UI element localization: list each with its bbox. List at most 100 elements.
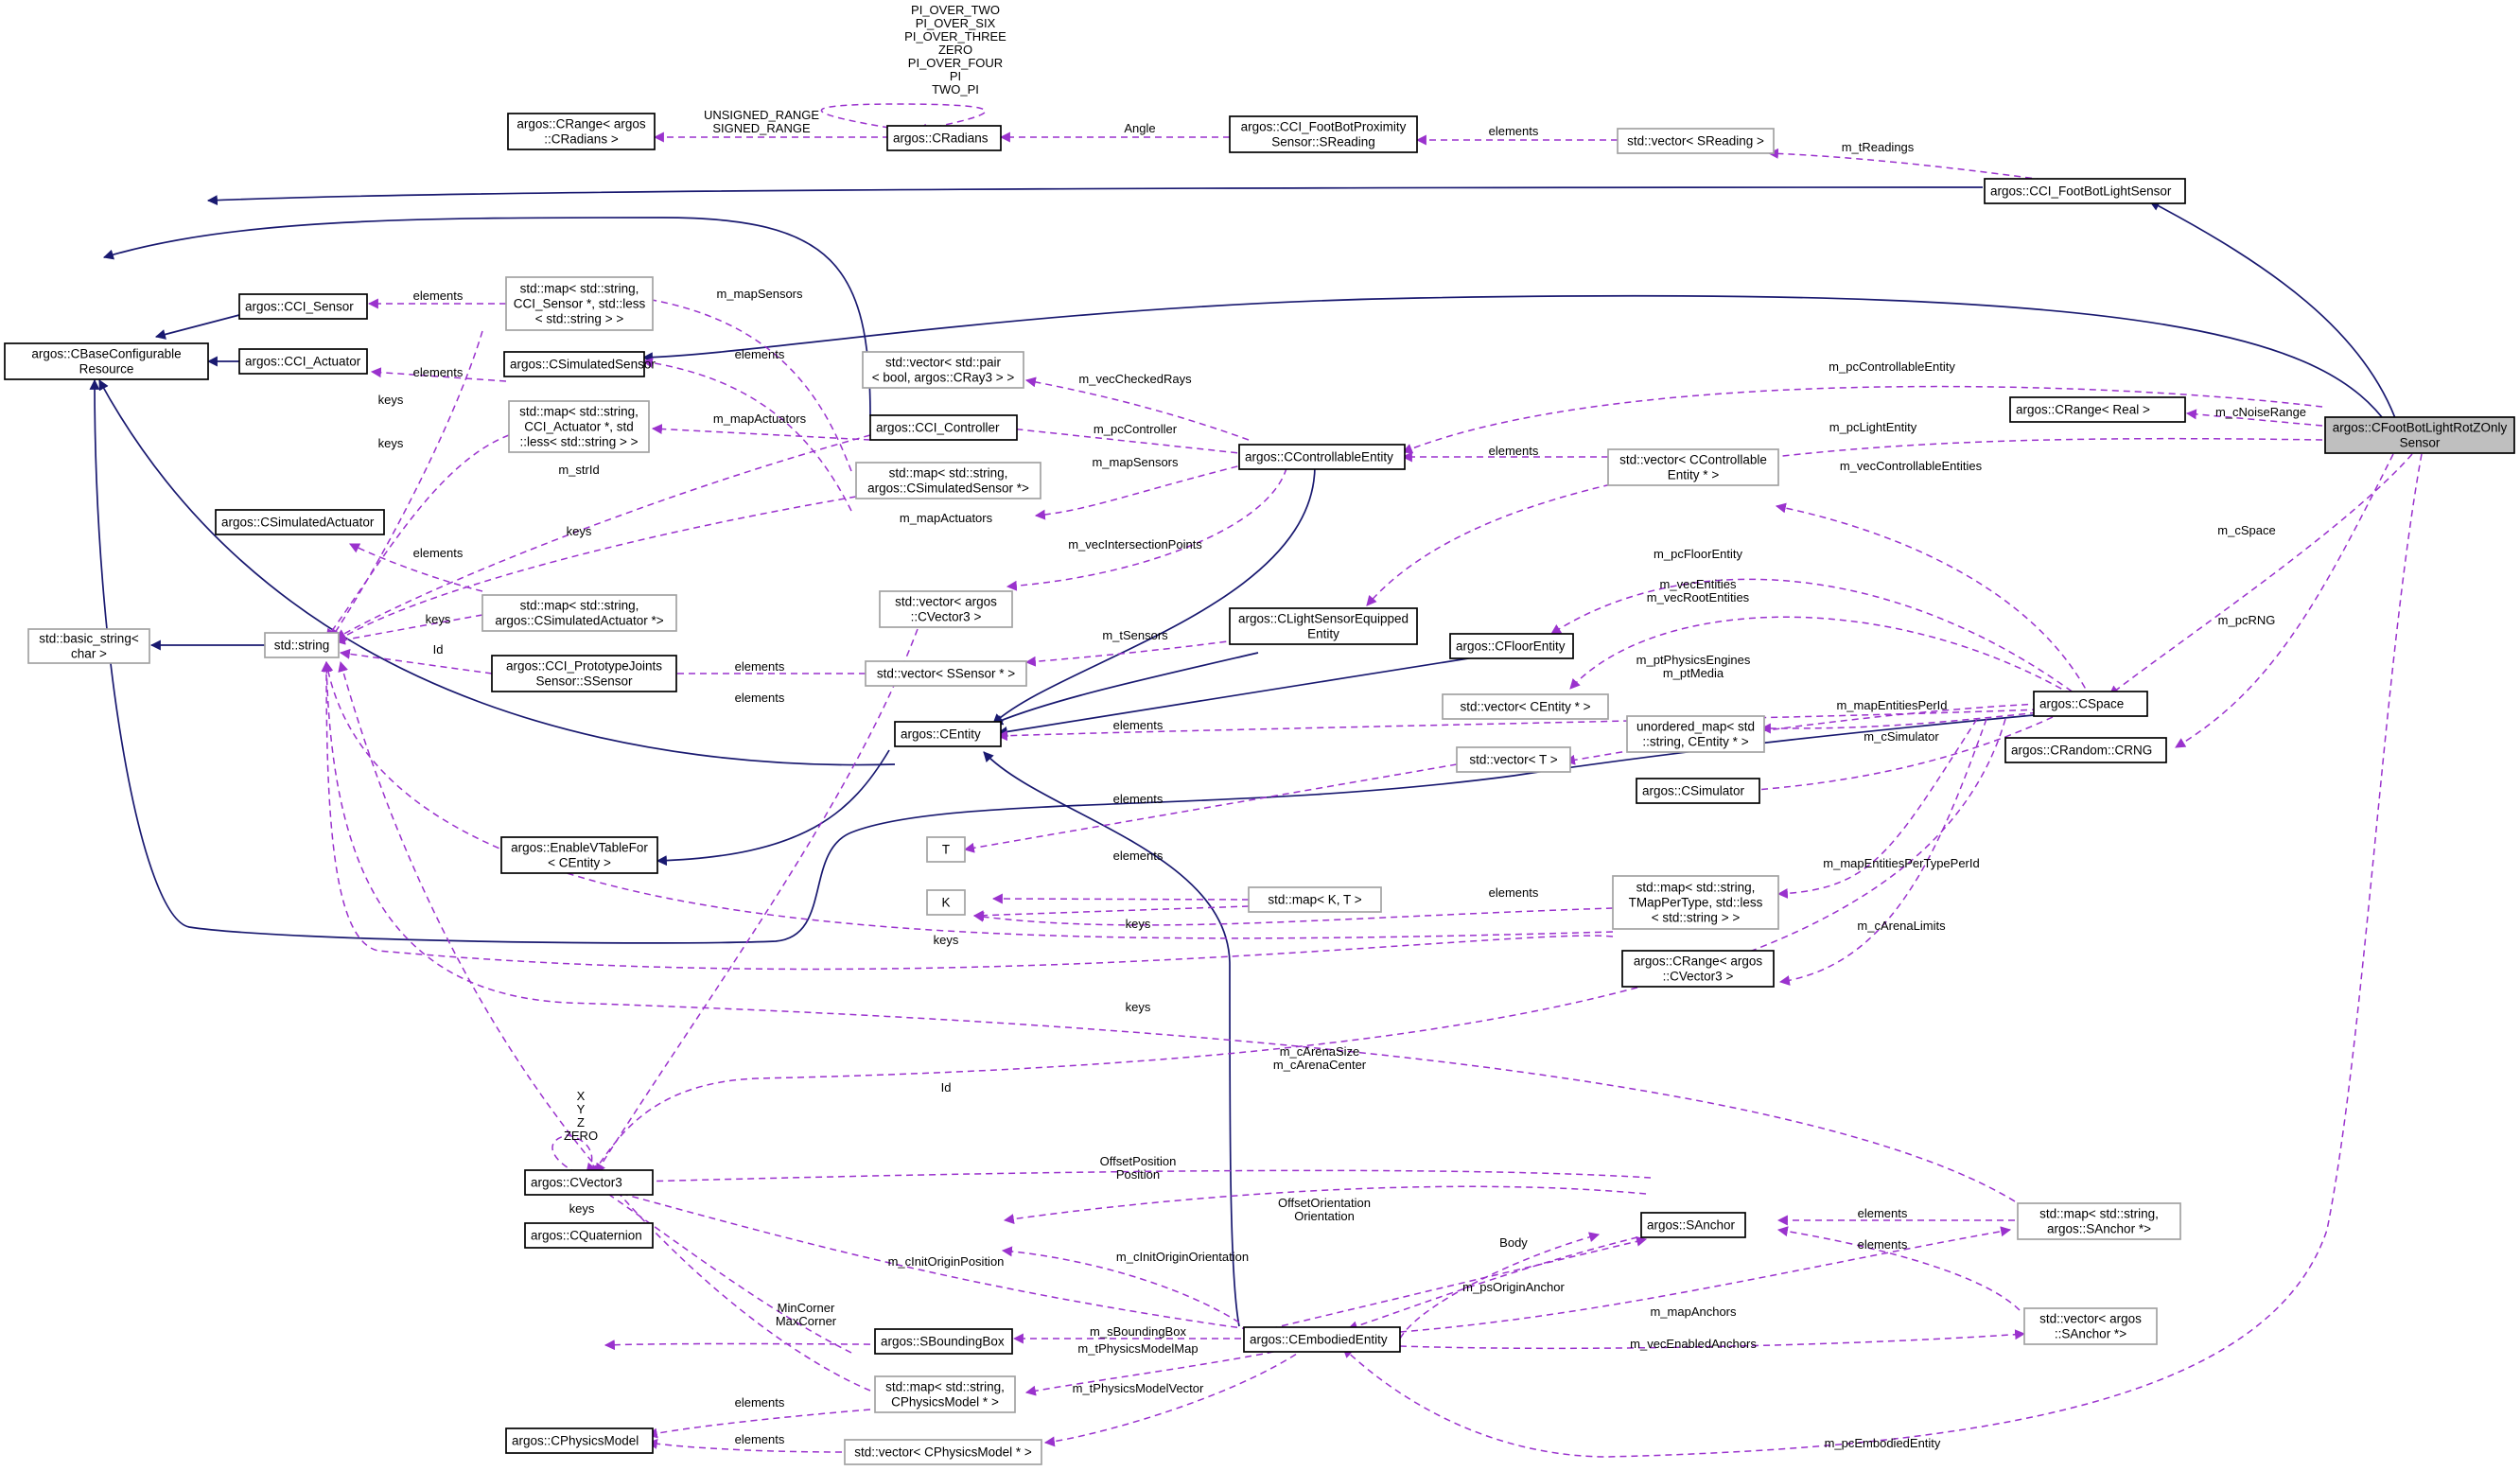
node-cspace[interactable]: argos::CSpace: [2033, 691, 2148, 717]
node-box: [215, 509, 385, 535]
node-map-kt[interactable]: std::map< K, T >: [1248, 886, 1382, 913]
node-label: argos::CSimulatedSensor: [510, 358, 656, 372]
node-label: argos::CCI_FootBotLightSensor: [1990, 184, 2172, 199]
node-cvector3[interactable]: argos::CVector3: [524, 1169, 654, 1196]
node-cci-actuator[interactable]: argos::CCI_Actuator: [238, 348, 368, 375]
node-sboundingbox[interactable]: argos::SBoundingBox: [874, 1328, 1013, 1355]
edge-label-m-mapactuators: m_mapActuators: [900, 511, 993, 525]
edge-label-m-psoriginanchor: m_psOriginAnchor: [1462, 1280, 1565, 1294]
edge-inherit-controller-base: [102, 217, 871, 417]
node-basic-string[interactable]: std::basic_string<char >: [27, 628, 150, 664]
node-label: std::vector< argos::CVector3 >: [895, 595, 997, 624]
node-box: [4, 342, 209, 380]
node-sanchor[interactable]: argos::SAnchor: [1640, 1212, 1746, 1238]
node-map-simactuator[interactable]: std::map< std::string,argos::CSimulatedA…: [481, 594, 677, 632]
node-map-sanchor[interactable]: std::map< std::string,argos::SAnchor *>: [2017, 1202, 2181, 1240]
node-label: std::map< std::string,argos::CSimulatedA…: [495, 599, 663, 628]
node-label: std::map< std::string,argos::CSimulatedS…: [867, 466, 1029, 496]
node-map-cphysicsmodel[interactable]: std::map< std::string,CPhysicsModel * >: [874, 1375, 1016, 1413]
edge-label-keys-map-tmap: keys: [934, 933, 959, 947]
edge-label-elements-map-sanchor: elements: [1858, 1206, 1908, 1220]
edge-label-m-tsensors: m_tSensors: [1102, 628, 1168, 642]
node-cradians[interactable]: argos::CRadians: [886, 125, 1002, 151]
node-crandom-crng[interactable]: argos::CRandom::CRNG: [2004, 737, 2167, 763]
node-label: argos::CRange< argos::CRadians >: [516, 117, 645, 147]
node-vector-ssensor[interactable]: std::vector< SSensor * >: [865, 660, 1027, 687]
node-box: [1621, 950, 1775, 988]
node-label: std::vector< SSensor * >: [877, 667, 1015, 681]
node-stdstring[interactable]: std::string: [264, 632, 340, 658]
node-cfloorentity[interactable]: argos::CFloorEntity: [1449, 633, 1574, 659]
node-t[interactable]: T: [926, 836, 966, 863]
node-vector-sanchor[interactable]: std::vector< argos::SAnchor *>: [2023, 1307, 2158, 1345]
node-map-sensor[interactable]: std::map< std::string,CCI_Sensor *, std:…: [505, 276, 654, 331]
edge-label-m-pcfloorentity: m_pcFloorEntity: [1654, 547, 1742, 561]
node-vector-t[interactable]: std::vector< T >: [1456, 746, 1571, 773]
node-vector-pair-ray[interactable]: std::vector< std::pair< bool, argos::CRa…: [862, 351, 1024, 389]
node-cphysicsmodel[interactable]: argos::CPhysicsModel: [505, 1427, 654, 1454]
edge-label-id-sanchor: Id: [941, 1080, 952, 1094]
node-vector-centity[interactable]: std::vector< CEntity * >: [1442, 693, 1609, 720]
node-cembodiedentity[interactable]: argos::CEmbodiedEntity: [1243, 1326, 1401, 1353]
edge-label-m-pcembodiedentity: m_pcEmbodiedEntity: [1825, 1436, 1941, 1450]
node-box: [1238, 444, 1406, 470]
node-csimulatedactuator[interactable]: argos::CSimulatedActuator: [215, 509, 385, 535]
node-box: [505, 1427, 654, 1454]
node-crange-cvector3[interactable]: argos::CRange< argos::CVector3 >: [1621, 950, 1775, 988]
node-vector-cphysicsmodel[interactable]: std::vector< CPhysicsModel * >: [844, 1439, 1042, 1465]
node-centity[interactable]: argos::CEntity: [894, 721, 1002, 747]
node-k[interactable]: K: [926, 889, 966, 916]
node-box: [869, 414, 1018, 441]
edge-label-m-cinitoriginorientation: m_cInitOriginOrientation: [1116, 1250, 1249, 1264]
node-unordered-map[interactable]: unordered_map< std::string, CEntity * >: [1626, 715, 1765, 753]
node-label: argos::CSimulatedActuator: [221, 516, 375, 530]
node-map-tmap[interactable]: std::map< std::string,TMapPerType, std::…: [1612, 875, 1779, 930]
node-box: [238, 293, 368, 320]
node-label: std::vector< CEntity * >: [1460, 700, 1590, 714]
node-box: [2023, 1307, 2158, 1345]
edge-label-elements-ssensor: elements: [735, 659, 785, 674]
node-box: [481, 594, 677, 632]
node-label: argos::EnableVTableFor< CEntity >: [511, 841, 648, 870]
node-cci-sensor[interactable]: argos::CCI_Sensor: [238, 293, 368, 320]
node-box: [238, 348, 368, 375]
node-box: [865, 660, 1027, 687]
edge-inherit-footbotlight-base: [206, 186, 1984, 206]
edge-label-m-csimulator: m_cSimulator: [1864, 729, 1939, 744]
node-vector-cvector3[interactable]: std::vector< argos::CVector3 >: [879, 590, 1013, 628]
node-label: unordered_map< std::string, CEntity * >: [1636, 720, 1755, 749]
node-ccontrollableentity[interactable]: argos::CControllableEntity: [1238, 444, 1406, 470]
node-map-simsensor[interactable]: std::map< std::string,argos::CSimulatedS…: [855, 462, 1041, 499]
node-crange-radians[interactable]: argos::CRange< argos::CRadians >: [507, 113, 656, 150]
node-cci-footbotlightsensor[interactable]: argos::CCI_FootBotLightSensor: [1984, 178, 2186, 204]
node-vector-sreading[interactable]: std::vector< SReading >: [1617, 128, 1775, 154]
edge-label-m-mapsensors: m_mapSensors: [1092, 455, 1179, 469]
node-cci-controller[interactable]: argos::CCI_Controller: [869, 414, 1018, 441]
node-map-actuator[interactable]: std::map< std::string,CCI_Actuator *, st…: [508, 400, 650, 453]
node-label: argos::CSpace: [2039, 697, 2124, 711]
edge-inherit-focus-simulatedsensor: [641, 294, 2389, 427]
edge-label-m-pccontroller: m_pcController: [1094, 422, 1178, 436]
node-enablevtable[interactable]: argos::EnableVTableFor< CEntity >: [500, 836, 658, 874]
node-box: [886, 125, 1002, 151]
node-csimulator[interactable]: argos::CSimulator: [1636, 778, 1760, 804]
node-cquaternion[interactable]: argos::CQuaternion: [524, 1222, 654, 1249]
node-crange-real[interactable]: argos::CRange< Real >: [2009, 396, 2186, 423]
node-box: [2017, 1202, 2181, 1240]
node-label: std::vector< std::pair< bool, argos::CRa…: [872, 356, 1015, 385]
edge-inherit-centity-base: [98, 379, 896, 766]
node-csimulatedsensor[interactable]: argos::CSimulatedSensor: [503, 351, 656, 377]
